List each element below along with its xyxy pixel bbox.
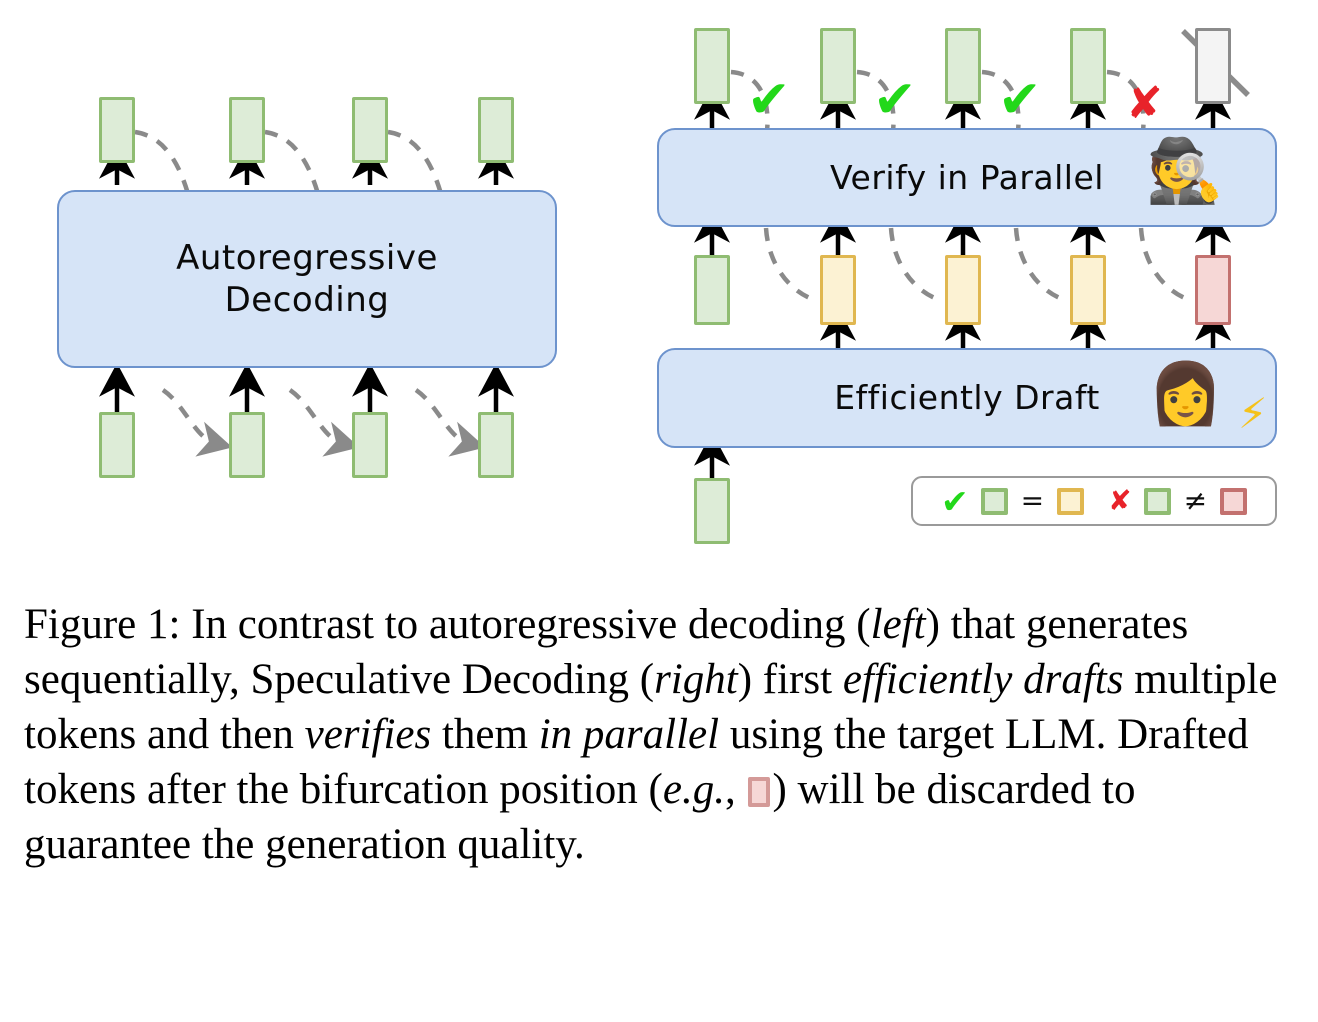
legend: ✔ = ✘ ≠ — [911, 476, 1277, 526]
legend-swatch-green — [1143, 487, 1171, 515]
verify-output-token — [820, 28, 856, 104]
legend-swatch-yellow — [1057, 487, 1085, 515]
efficiently-draft-label: Efficiently Draft — [834, 378, 1100, 418]
draft-token — [945, 255, 981, 325]
autoregressive-decoding-label: Autoregressive Decoding — [176, 237, 438, 321]
figure-caption: Figure 1: In contrast to autoregressive … — [24, 597, 1296, 872]
left-output-token — [352, 97, 388, 163]
left-output-token — [478, 97, 514, 163]
lightning-bolt-icon: ⚡ — [1238, 389, 1268, 438]
left-output-arrows — [99, 145, 514, 185]
left-output-token — [99, 97, 135, 163]
verify-output-token — [945, 28, 981, 104]
caption-text: using the target LLM. Drafted tokens aft… — [24, 711, 1249, 814]
caption-emphasis: verifies — [304, 711, 432, 759]
accept-check-icon: ✔ — [873, 70, 917, 130]
caption-emphasis: in parallel — [538, 711, 720, 759]
caption-red-token-swatch — [748, 777, 771, 808]
verify-output-token — [694, 28, 730, 104]
prefix-token — [694, 478, 730, 544]
caption-emphasis: e.g. — [662, 766, 725, 814]
left-input-arrows — [99, 363, 514, 412]
accept-check-icon: ✔ — [998, 70, 1042, 130]
draft-box-in-arrows — [820, 307, 1231, 348]
verify-in-parallel-label: Verify in Parallel — [830, 157, 1104, 197]
left-input-token — [99, 412, 135, 478]
legend-notequals-sign: ≠ — [1183, 484, 1208, 517]
verify-output-arrows — [694, 86, 1231, 128]
caption-text: Figure 1: In contrast to autoregressive … — [24, 601, 871, 648]
caption-text: , — [724, 766, 747, 814]
autoregressive-decoding-box[interactable]: Autoregressive Decoding — [57, 190, 557, 368]
legend-swatch-red — [1220, 487, 1248, 515]
draft-token — [694, 255, 730, 325]
draft-token-bifurcation — [1195, 255, 1231, 325]
draft-token — [820, 255, 856, 325]
verify-output-token — [1070, 28, 1106, 104]
left-input-token — [229, 412, 265, 478]
caption-emphasis: left — [870, 601, 926, 648]
draft-token — [1070, 255, 1106, 325]
caption-emphasis: efficiently drafts — [842, 656, 1124, 704]
legend-cross-icon: ✘ — [1108, 484, 1132, 517]
left-input-token — [352, 412, 388, 478]
caption-text: them — [431, 711, 539, 759]
reject-cross-icon: ✘ — [1126, 78, 1163, 129]
draft-mid-dashes — [763, 227, 1188, 302]
accept-check-icon: ✔ — [747, 70, 791, 130]
legend-swatch-green — [980, 487, 1008, 515]
verify-in-parallel-box[interactable]: Verify in Parallel — [657, 128, 1277, 227]
student-reading-icon: 👩 — [1148, 359, 1223, 429]
diagram-connectors — [99, 29, 1250, 478]
detective-icon: 🕵 — [1146, 134, 1224, 207]
caption-emphasis: right — [654, 656, 738, 704]
diagram-area: Autoregressive Decoding ✔ ✔ ✔ ✘ Verify i… — [57, 28, 1277, 544]
caption-text: multiple tokens and then — [24, 656, 1278, 759]
efficiently-draft-box[interactable]: Efficiently Draft — [657, 348, 1277, 448]
legend-equals-sign: = — [1020, 484, 1045, 517]
legend-check-icon: ✔ — [940, 481, 969, 521]
left-output-token — [229, 97, 265, 163]
draft-to-verify-arrows — [694, 209, 1231, 255]
caption-text: ) will be discarded to guarantee the gen… — [24, 766, 1136, 869]
verify-output-token-discarded — [1195, 28, 1231, 104]
caption-text: ) first — [737, 656, 843, 704]
left-feed-dashes — [161, 388, 486, 457]
caption-text: ) that generates sequentially, Speculati… — [24, 601, 1189, 704]
left-input-token — [478, 412, 514, 478]
verify-dashes — [730, 69, 1146, 132]
